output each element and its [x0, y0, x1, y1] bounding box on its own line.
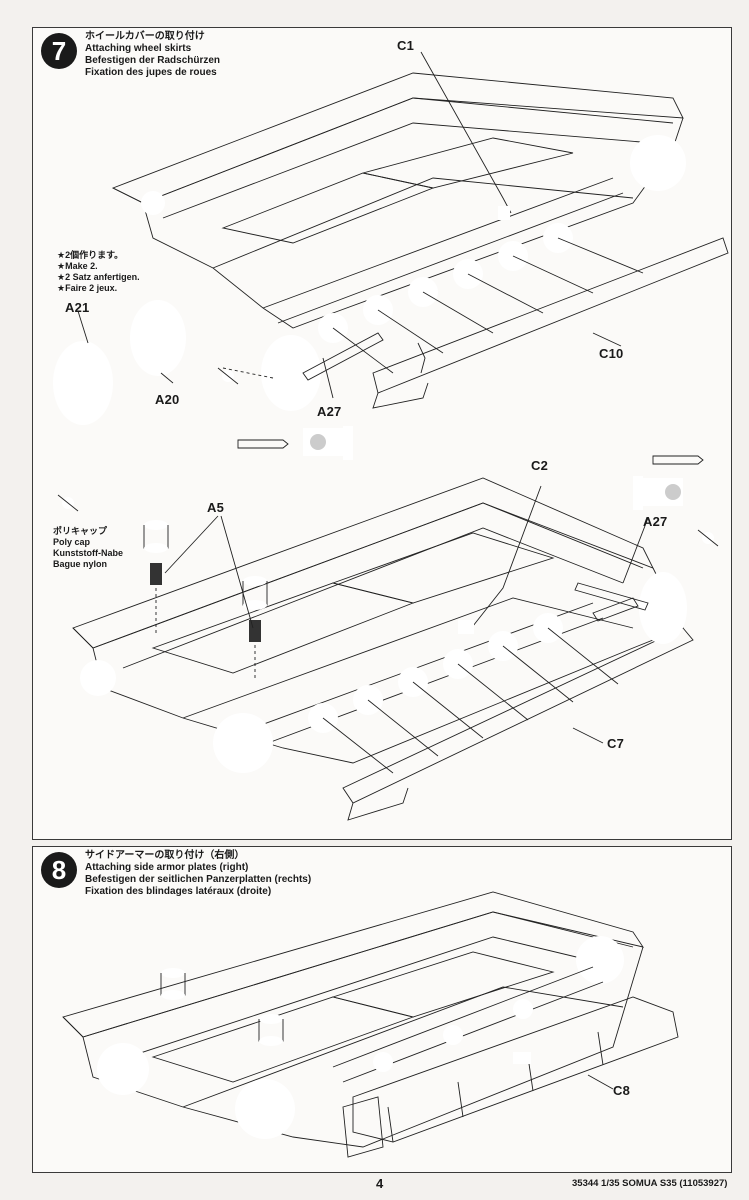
- step8-polycaps: [160, 968, 284, 1046]
- polycap-note-en: Poly cap: [53, 537, 91, 547]
- upper-assembly-lines: [332, 237, 644, 374]
- polycaps-a5: [143, 520, 268, 678]
- step-7-title-fr: Fixation des jupes de roues: [85, 67, 217, 78]
- make-note-de: ★2 Satz anfertigen.: [57, 272, 140, 282]
- product-code: 35344 1/35 SOMUA S35 (11053927): [572, 1178, 728, 1189]
- wheel-a21-a20: [53, 300, 186, 425]
- mounted-wheel-axle: [261, 332, 384, 411]
- lower-assembly-lines: [322, 627, 619, 774]
- part-label-a27-top: A27: [317, 404, 342, 419]
- step-8-title-fr: Fixation des blindages latéraux (droite): [85, 886, 272, 897]
- part-label-a20: A20: [155, 392, 180, 407]
- page-number: 4: [376, 1176, 384, 1191]
- part-label-c2: C2: [531, 458, 549, 473]
- part-label-c7: C7: [607, 736, 625, 751]
- upper-road-wheels: [141, 135, 686, 343]
- step-7-illustration: [53, 51, 729, 821]
- make-note-en: ★Make 2.: [57, 261, 98, 271]
- polycap-icon-bottom: [697, 529, 719, 547]
- polycap-note-jp: ポリキャップ: [53, 526, 108, 536]
- step-8-title-jp: サイドアーマーの取り付け（右側）: [85, 850, 245, 861]
- step-8-title-en: Attaching side armor plates (right): [85, 862, 249, 873]
- step-8-title: サイドアーマーの取り付け（右側） Attaching side armor pl…: [85, 850, 311, 898]
- skirt-c7: [342, 627, 694, 804]
- polycap-note: ポリキャップ Poly cap Kunststoff-Nabe Bague ny…: [53, 526, 123, 570]
- step-7-panel: 7 ホイールカバーの取り付け Attaching wheel skirts Be…: [32, 27, 732, 840]
- lower-hull-drawing: [72, 477, 684, 764]
- part-label-c1: C1: [397, 38, 415, 53]
- part-label-c8: C8: [613, 1083, 631, 1098]
- polycap-icon-top: [217, 367, 239, 385]
- skirt-c10: [372, 237, 729, 394]
- part-label-a5: A5: [207, 500, 225, 515]
- step-7-title-de: Befestigen der Radschürzen: [85, 55, 221, 66]
- lower-road-wheels: [80, 613, 563, 773]
- step-8-illustration: [62, 891, 679, 1158]
- step-7-badge: 7: [41, 33, 77, 69]
- mounted-wheel-right: [574, 572, 687, 644]
- make-two-note: ★2個作ります。 ★Make 2. ★2 Satz anfertigen. ★F…: [57, 250, 140, 294]
- step-7-title-en: Attaching wheel skirts: [85, 43, 192, 54]
- step-7-title-jp: ホイールカバーの取り付け: [85, 31, 205, 42]
- polycap-note-fr: Bague nylon: [53, 559, 108, 569]
- a27-detail-bottom: [622, 455, 704, 584]
- polycap-note-de: Kunststoff-Nabe: [53, 548, 123, 558]
- step-8-panel: 8 サイドアーマーの取り付け（右側） Attaching side armor …: [32, 846, 732, 1173]
- side-armor-plates: [342, 996, 679, 1158]
- step8-wheels: [97, 936, 624, 1139]
- part-label-a21: A21: [65, 300, 90, 315]
- a27-detail-top: [237, 357, 353, 460]
- make-note-fr: ★Faire 2 jeux.: [57, 283, 118, 293]
- part-label-c10: C10: [599, 346, 624, 361]
- polycap-icon-left: [57, 494, 79, 512]
- step-7-title: ホイールカバーの取り付け Attaching wheel skirts Befe…: [85, 31, 220, 79]
- step-8-badge: 8: [41, 852, 77, 888]
- upper-hull-drawing: [111, 72, 684, 329]
- step-8-title-de: Befestigen der seitlichen Panzerplatten …: [85, 874, 312, 885]
- part-label-a27-bottom: A27: [643, 514, 668, 529]
- make-note-jp: ★2個作ります。: [57, 250, 124, 260]
- step8-suspension-detail: [332, 966, 604, 1083]
